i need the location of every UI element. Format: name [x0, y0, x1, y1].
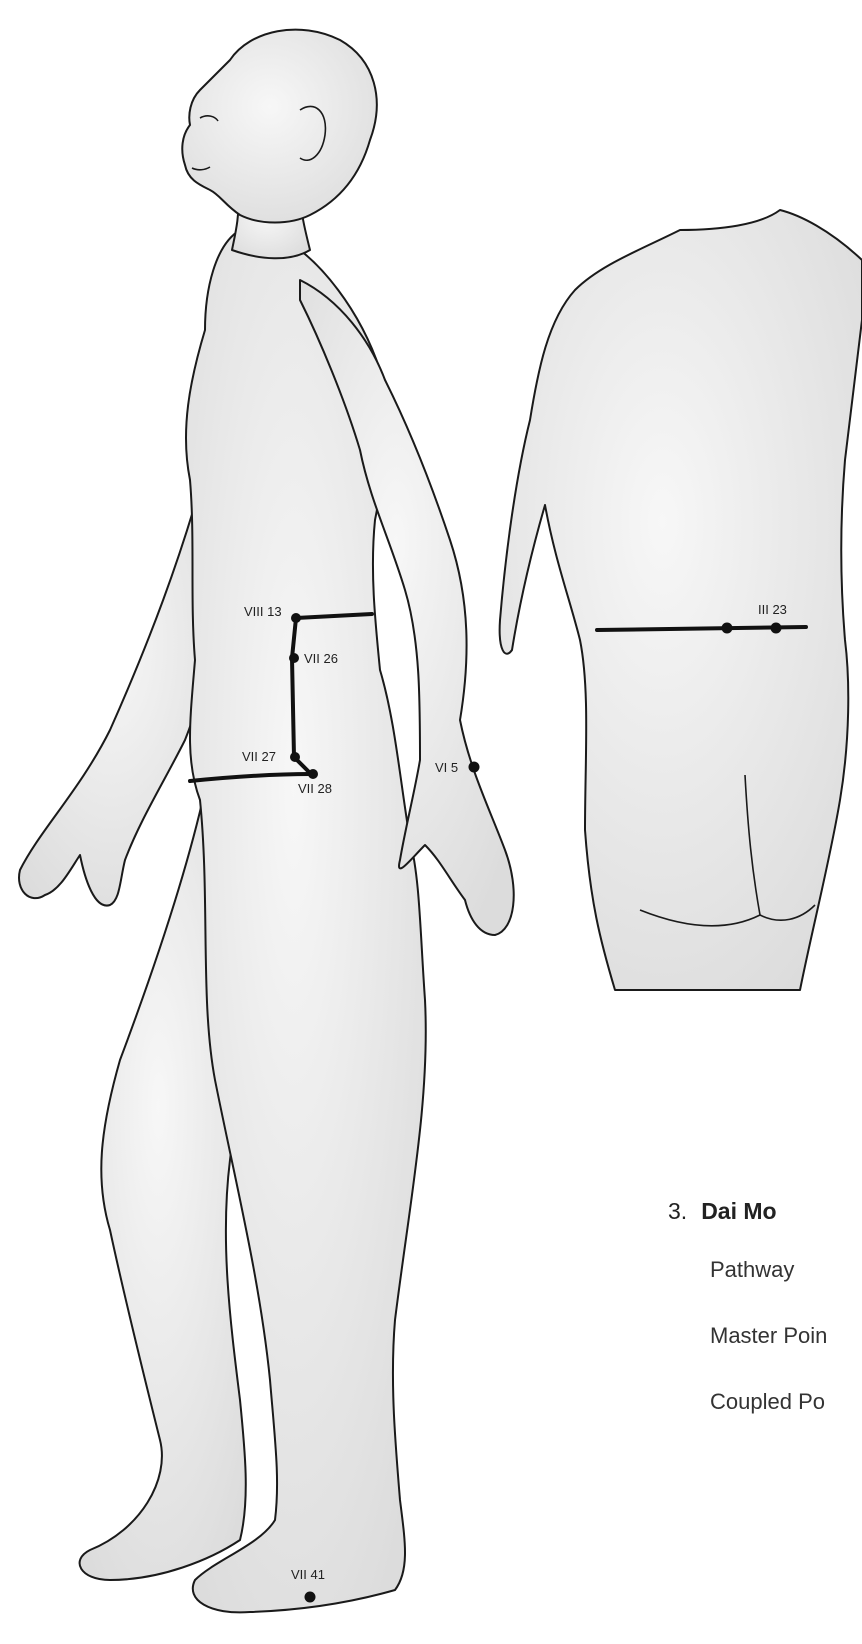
point-vii41 [305, 1592, 316, 1603]
label-vii26: VII 26 [304, 651, 338, 666]
legend-row-pathway: Pathway [710, 1257, 862, 1283]
point-iii23 [771, 623, 782, 634]
legend: 3. Dai Mo Pathway Master Poin Coupled Po [668, 1198, 862, 1415]
point-vii28 [308, 769, 318, 779]
head [182, 30, 376, 223]
label-vii27: VII 27 [242, 749, 276, 764]
label-viii13: VIII 13 [244, 604, 282, 619]
legend-number: 3. [668, 1198, 687, 1225]
point-vii27 [290, 752, 300, 762]
label-vii41: VII 41 [291, 1567, 325, 1582]
point-vi5 [469, 762, 480, 773]
back-view-body [500, 210, 862, 990]
legend-row-master-point: Master Poin [710, 1323, 862, 1349]
point-vii26 [289, 653, 299, 663]
legend-row-coupled-point: Coupled Po [710, 1389, 862, 1415]
point-back-1 [722, 623, 733, 634]
legend-heading: 3. Dai Mo [668, 1198, 862, 1225]
label-vii28: VII 28 [298, 781, 332, 796]
label-vi5: VI 5 [435, 760, 458, 775]
label-iii23: III 23 [758, 602, 787, 617]
back-torso [500, 210, 862, 990]
point-viii13 [291, 613, 301, 623]
side-view-body [19, 30, 514, 1613]
legend-title: Dai Mo [701, 1198, 776, 1225]
